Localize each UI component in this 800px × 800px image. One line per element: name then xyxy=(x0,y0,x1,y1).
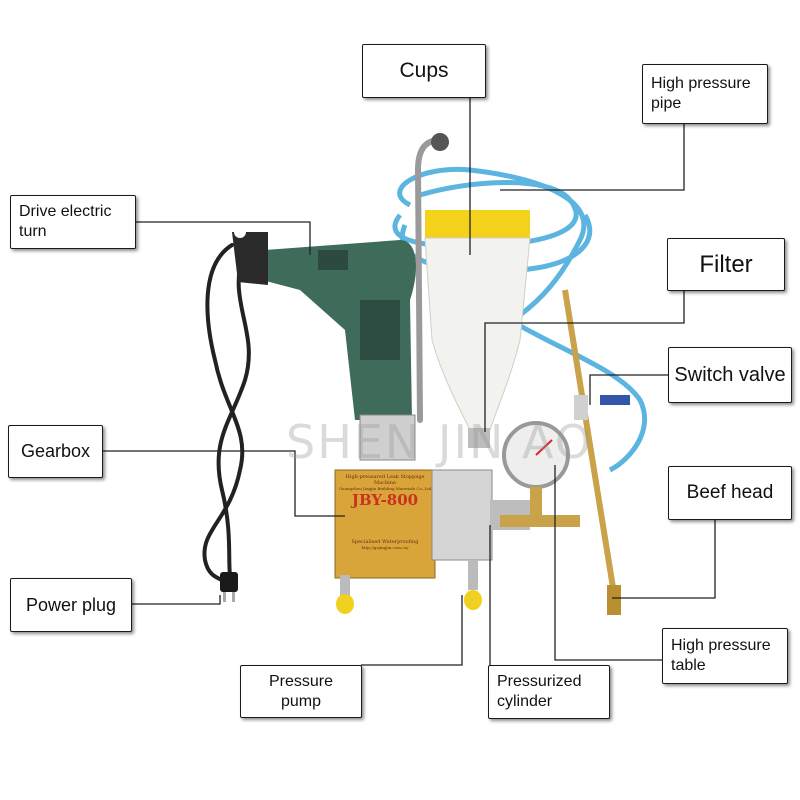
nameplate: High-pressured Leak Stoppage Machine Gua… xyxy=(336,474,434,574)
label-filter-text: Filter xyxy=(699,250,753,278)
cup-shape xyxy=(424,210,531,448)
label-beef-head: Beef head xyxy=(668,466,792,520)
plate-url: http://gzjingjin.com.cn/ xyxy=(361,545,409,550)
label-switch-valve-text: Switch valve xyxy=(674,363,786,386)
label-beef-head-text: Beef head xyxy=(686,482,774,504)
label-drive-electric-turn: Drive electric turn xyxy=(10,195,136,249)
label-gearbox-text: Gearbox xyxy=(20,441,91,462)
label-drive-electric-turn-text: Drive electric turn xyxy=(19,203,112,240)
label-pressurized-cylinder: Pressurized cylinder xyxy=(488,665,610,719)
connector-lines xyxy=(103,97,716,666)
label-power-plug: Power plug xyxy=(10,578,132,632)
label-high-pressure-table-text: High pressure table xyxy=(671,637,771,674)
label-high-pressure-pipe-text: High pressure pipe xyxy=(651,75,751,112)
label-pressurized-cylinder-text: Pressurized cylinder xyxy=(497,673,582,710)
pressure-gauge xyxy=(500,421,580,527)
label-gearbox: Gearbox xyxy=(8,425,103,478)
label-power-plug-text: Power plug xyxy=(25,594,117,615)
plate-line2: Specialised Waterproofing xyxy=(351,539,419,545)
gearbox-shape xyxy=(359,414,416,461)
power-cord xyxy=(202,243,245,592)
pump-body xyxy=(334,469,530,579)
power-plug-shape xyxy=(220,572,238,602)
label-filter: Filter xyxy=(667,238,785,291)
label-pressure-pump-text: Pressure pump xyxy=(268,672,334,710)
label-switch-valve: Switch valve xyxy=(668,347,792,403)
label-high-pressure-table: High pressure table xyxy=(662,628,788,684)
legs xyxy=(336,560,482,614)
label-high-pressure-pipe: High pressure pipe xyxy=(642,64,768,124)
plate-company: Guangzhou Jingjin Building Materials Co.… xyxy=(338,486,432,491)
label-cups: Cups xyxy=(362,44,486,98)
plate-line1: High-pressured Leak Stoppage Machine xyxy=(345,474,425,486)
label-pressure-pump: Pressure pump xyxy=(240,665,362,718)
beef-head-lance xyxy=(562,289,630,615)
model-label: JBY-800 xyxy=(351,491,419,509)
label-cups-text: Cups xyxy=(399,58,449,82)
drill-shape xyxy=(232,226,416,420)
